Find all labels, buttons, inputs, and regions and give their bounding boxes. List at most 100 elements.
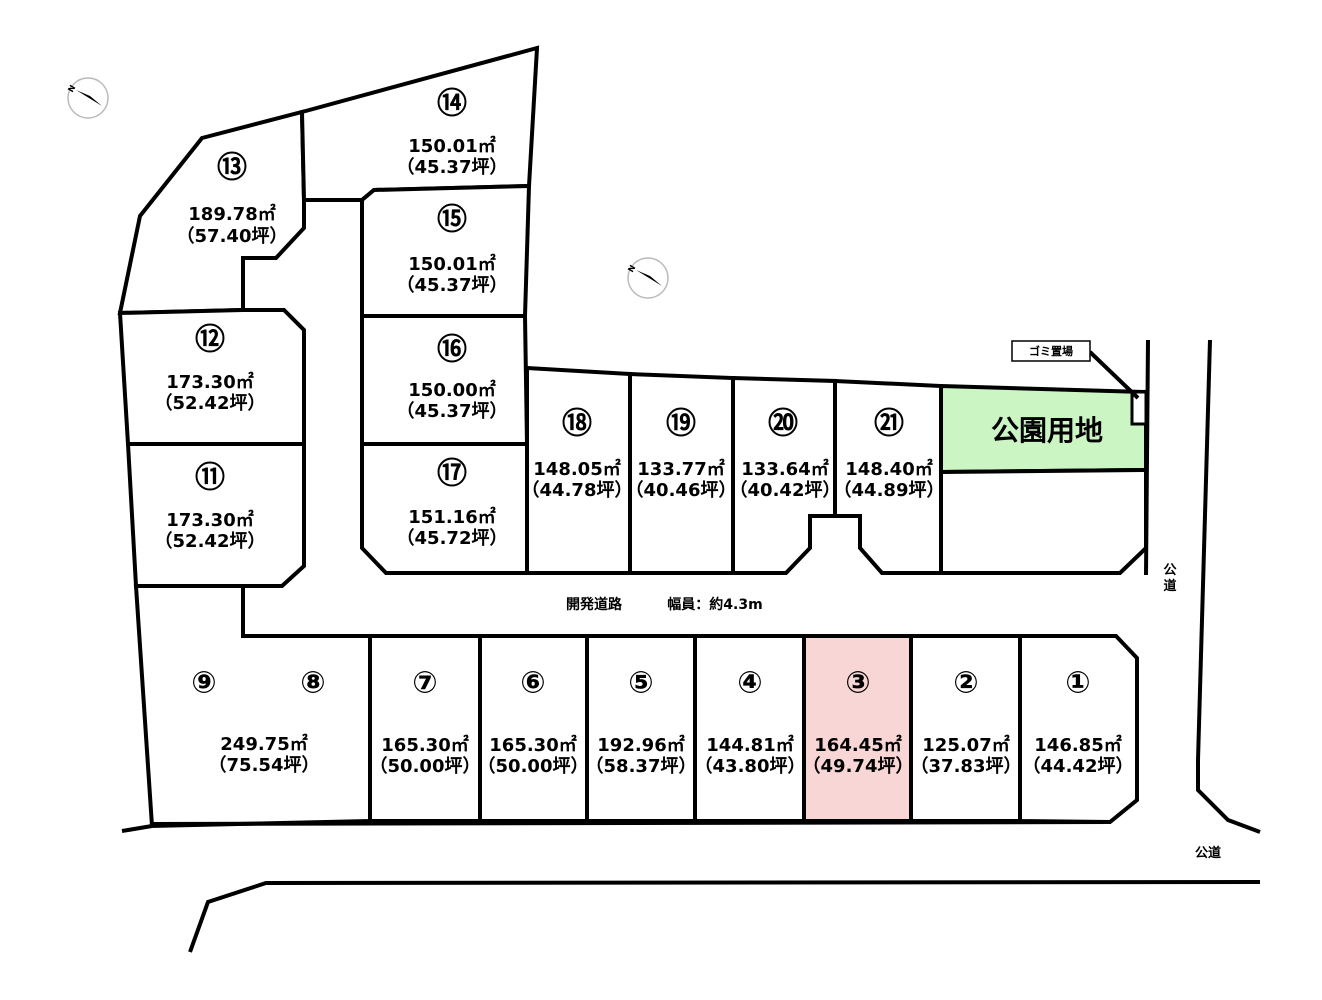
svg-text:⑳: ⑳ bbox=[768, 407, 798, 442]
svg-text:133.64㎡: 133.64㎡ bbox=[741, 458, 828, 480]
svg-text:㉑: ㉑ bbox=[874, 407, 904, 442]
label-lot-19: ⑳ 133.64㎡ （40.42坪） bbox=[730, 407, 841, 502]
compass-icon: N bbox=[626, 257, 669, 299]
svg-text:（44.78坪）: （44.78坪） bbox=[522, 480, 633, 501]
svg-text:⑭: ⑭ bbox=[437, 87, 467, 122]
svg-text:（45.37坪）: （45.37坪） bbox=[397, 401, 508, 422]
svg-text:151.16㎡: 151.16㎡ bbox=[408, 506, 495, 528]
svg-text:150.01㎡: 150.01㎡ bbox=[408, 253, 495, 275]
lot-3[interactable] bbox=[802, 634, 913, 823]
svg-text:（45.37坪）: （45.37坪） bbox=[397, 157, 508, 178]
public-road-right-1: 公 bbox=[1163, 563, 1176, 578]
svg-text:②: ② bbox=[953, 666, 978, 701]
label-lot-18: ⑲ 133.77㎡ （40.46坪） bbox=[626, 407, 737, 502]
road-edge-west-bottom bbox=[121, 824, 153, 833]
svg-text:⑦: ⑦ bbox=[412, 666, 437, 701]
svg-text:148.40㎡: 148.40㎡ bbox=[845, 458, 932, 480]
label-lot-7: ⑦ 165.30㎡ （50.00坪） bbox=[370, 666, 481, 778]
svg-text:（57.40坪）: （57.40坪） bbox=[177, 226, 288, 247]
svg-text:150.01㎡: 150.01㎡ bbox=[408, 135, 495, 157]
svg-text:（40.42坪）: （40.42坪） bbox=[730, 480, 841, 501]
svg-text:（44.42坪）: （44.42坪） bbox=[1023, 756, 1134, 777]
svg-text:（44.89坪）: （44.89坪） bbox=[834, 480, 945, 501]
svg-text:④: ④ bbox=[737, 666, 762, 701]
lot-16[interactable] bbox=[360, 442, 529, 575]
svg-text:（52.42坪）: （52.42坪） bbox=[155, 393, 266, 414]
svg-text:⑫: ⑫ bbox=[195, 323, 225, 358]
svg-text:（37.83坪）: （37.83坪） bbox=[911, 756, 1022, 777]
svg-text:（49.74坪）: （49.74坪） bbox=[803, 756, 914, 777]
compass-north-label: N bbox=[626, 264, 637, 274]
compass-icon: N bbox=[66, 77, 109, 119]
svg-text:（50.00坪）: （50.00坪） bbox=[370, 756, 481, 777]
svg-text:⑨: ⑨ bbox=[191, 666, 216, 701]
svg-text:⑯: ⑯ bbox=[437, 333, 467, 368]
svg-text:①: ① bbox=[1065, 666, 1090, 701]
svg-text:（43.80坪）: （43.80坪） bbox=[695, 756, 806, 777]
svg-text:（58.37坪）: （58.37坪） bbox=[586, 756, 697, 777]
svg-text:⑪: ⑪ bbox=[195, 461, 225, 496]
lot-8-9[interactable] bbox=[133, 584, 372, 829]
svg-text:⑮: ⑮ bbox=[437, 203, 467, 238]
lot-1[interactable] bbox=[1018, 634, 1139, 825]
svg-text:（45.37坪）: （45.37坪） bbox=[397, 275, 508, 296]
svg-text:165.30㎡: 165.30㎡ bbox=[489, 734, 576, 756]
svg-text:189.78㎡: 189.78㎡ bbox=[188, 203, 275, 225]
svg-text:⑥: ⑥ bbox=[520, 666, 545, 701]
label-lot-13: ⑭ 150.01㎡ （45.37坪） bbox=[397, 87, 508, 179]
label-lot-14: ⑮ 150.01㎡ （45.37坪） bbox=[397, 203, 508, 297]
garbage-label: ゴミ置場 bbox=[1029, 344, 1073, 358]
road-edge-east-outer bbox=[1196, 339, 1261, 834]
road-edge-south-outer bbox=[188, 880, 1261, 953]
road-width: 幅員：約4.3m bbox=[667, 596, 762, 613]
svg-text:（45.72坪）: （45.72坪） bbox=[397, 528, 508, 549]
label-lot-16: ⑰ 151.16㎡ （45.72坪） bbox=[397, 457, 508, 550]
svg-text:164.45㎡: 164.45㎡ bbox=[814, 734, 901, 756]
svg-text:⑰: ⑰ bbox=[437, 457, 467, 492]
compass-north-label: N bbox=[66, 84, 77, 94]
svg-text:⑧: ⑧ bbox=[300, 666, 325, 701]
svg-text:⑬: ⑬ bbox=[217, 151, 247, 186]
svg-text:（40.46坪）: （40.46坪） bbox=[626, 480, 737, 501]
svg-text:165.30㎡: 165.30㎡ bbox=[381, 734, 468, 756]
label-lot-11: ⑫ 173.30㎡ （52.42坪） bbox=[155, 323, 266, 415]
garbage-pointer bbox=[1088, 350, 1140, 400]
svg-text:（50.00坪）: （50.00坪） bbox=[478, 756, 589, 777]
svg-text:125.07㎡: 125.07㎡ bbox=[922, 734, 1009, 756]
public-road-bottom: 公道 bbox=[1195, 845, 1221, 861]
svg-text:⑱: ⑱ bbox=[562, 407, 592, 442]
lot-10[interactable] bbox=[125, 442, 306, 588]
lot-2[interactable] bbox=[909, 634, 1022, 823]
label-lot-17: ⑱ 148.05㎡ （44.78坪） bbox=[522, 407, 633, 502]
svg-text:173.30㎡: 173.30㎡ bbox=[166, 371, 253, 393]
garbage-label-box bbox=[1011, 340, 1091, 362]
label-lot-20: ㉑ 148.40㎡ （44.89坪） bbox=[834, 407, 945, 502]
svg-text:144.81㎡: 144.81㎡ bbox=[706, 734, 793, 756]
svg-text:（75.54坪）: （75.54坪） bbox=[209, 755, 320, 776]
road-edge-east-inner bbox=[1144, 339, 1150, 576]
public-road-right-2: 道 bbox=[1163, 578, 1176, 594]
label-lot-2: ② 125.07㎡ （37.83坪） bbox=[911, 666, 1022, 778]
lot-6[interactable] bbox=[478, 634, 589, 823]
label-lot-1: ① 146.85㎡ （44.42坪） bbox=[1023, 666, 1134, 778]
label-lot-4: ④ 144.81㎡ （43.80坪） bbox=[695, 666, 806, 778]
svg-text:（52.42坪）: （52.42坪） bbox=[155, 531, 266, 552]
lot-7[interactable] bbox=[368, 634, 482, 823]
svg-text:146.85㎡: 146.85㎡ bbox=[1034, 734, 1121, 756]
label-lot-6: ⑥ 165.30㎡ （50.00坪） bbox=[478, 666, 589, 778]
svg-text:148.05㎡: 148.05㎡ bbox=[533, 458, 620, 480]
lot-21[interactable] bbox=[939, 467, 1148, 575]
lot-4[interactable] bbox=[693, 634, 806, 823]
svg-text:150.00㎡: 150.00㎡ bbox=[408, 379, 495, 401]
label-lot-15: ⑯ 150.00㎡ （45.37坪） bbox=[397, 333, 508, 423]
label-lot-5: ⑤ 192.96㎡ （58.37坪） bbox=[586, 666, 697, 778]
label-lot-12: ⑬ 189.78㎡ （57.40坪） bbox=[177, 151, 288, 248]
svg-text:③: ③ bbox=[845, 666, 870, 701]
label-lot-10: ⑪ 173.30㎡ （52.42坪） bbox=[155, 461, 266, 553]
svg-text:173.30㎡: 173.30㎡ bbox=[166, 509, 253, 531]
road-name: 開発道路 bbox=[566, 596, 623, 613]
svg-text:⑲: ⑲ bbox=[666, 407, 696, 442]
lot-5[interactable] bbox=[585, 634, 697, 823]
svg-text:⑤: ⑤ bbox=[628, 666, 653, 701]
